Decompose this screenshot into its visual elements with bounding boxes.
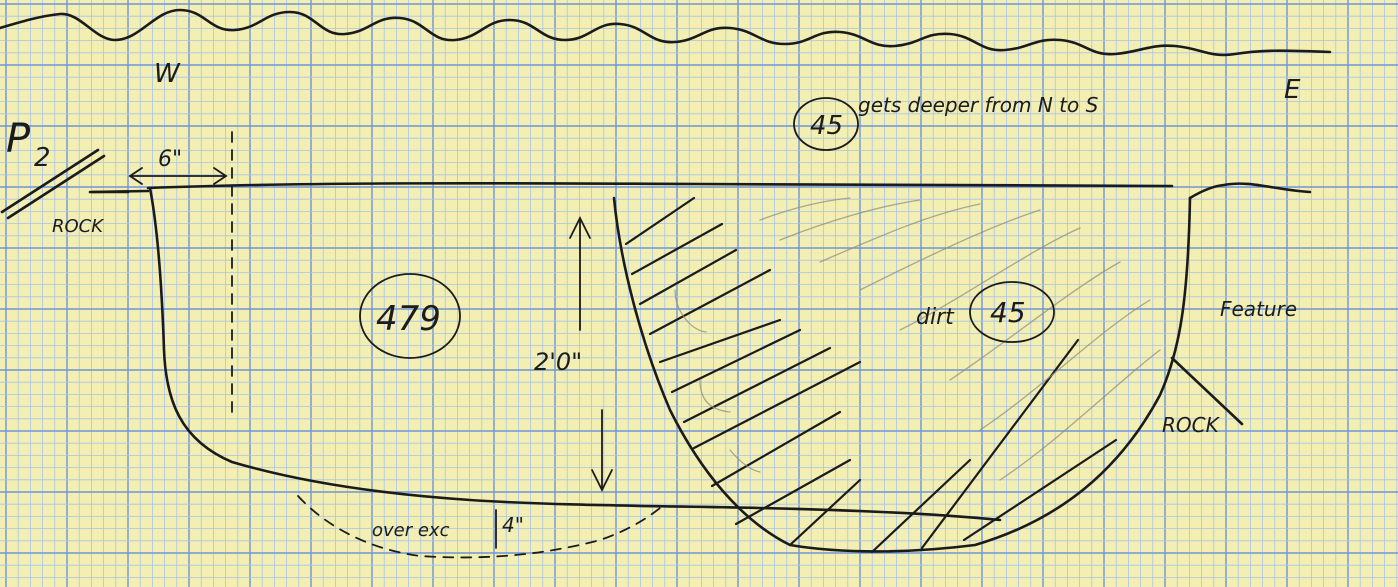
depth-label: 2'0": [534, 348, 582, 376]
context-479-circle: [359, 273, 461, 359]
context-45-note-circle: [793, 97, 859, 151]
context-45-note-number: 45: [810, 111, 843, 141]
offset-label: 6": [158, 147, 182, 172]
fill-context-number: 45: [990, 296, 1026, 329]
overexc-label: over exc: [372, 520, 450, 541]
context-45-note-text: gets deeper from N to S: [858, 93, 1099, 117]
east-label: E: [1284, 75, 1301, 105]
offset-dimension: [128, 131, 233, 421]
cut-479-profile: [148, 186, 1002, 522]
context-479-label: 479: [376, 299, 441, 339]
fill-45-pencil-shading: [674, 197, 1161, 481]
context-45-fill-circle: [969, 281, 1055, 343]
rock-right-pointer: [1170, 356, 1244, 426]
over-excavation-line: [297, 495, 661, 559]
wavy-top-edge: [0, 8, 1332, 57]
rock-right-label: ROCK: [1162, 413, 1221, 437]
ground-surface-line: [90, 181, 1174, 194]
west-label: W: [154, 59, 181, 89]
rock-left-label: ROCK: [52, 216, 104, 237]
overexc-depth-label: 4": [502, 513, 524, 537]
cut-45-profile: [612, 196, 1192, 553]
fill-45-hatching: [624, 196, 1118, 554]
plan-sub-label: 2: [34, 143, 51, 173]
depth-arrows: [569, 215, 613, 493]
feature-label: Feature: [1220, 297, 1297, 321]
plan-label: P: [6, 116, 31, 162]
fill-label: dirt: [916, 305, 955, 330]
ground-surface-east: [1188, 182, 1312, 200]
rock-left-symbol: [0, 148, 130, 220]
